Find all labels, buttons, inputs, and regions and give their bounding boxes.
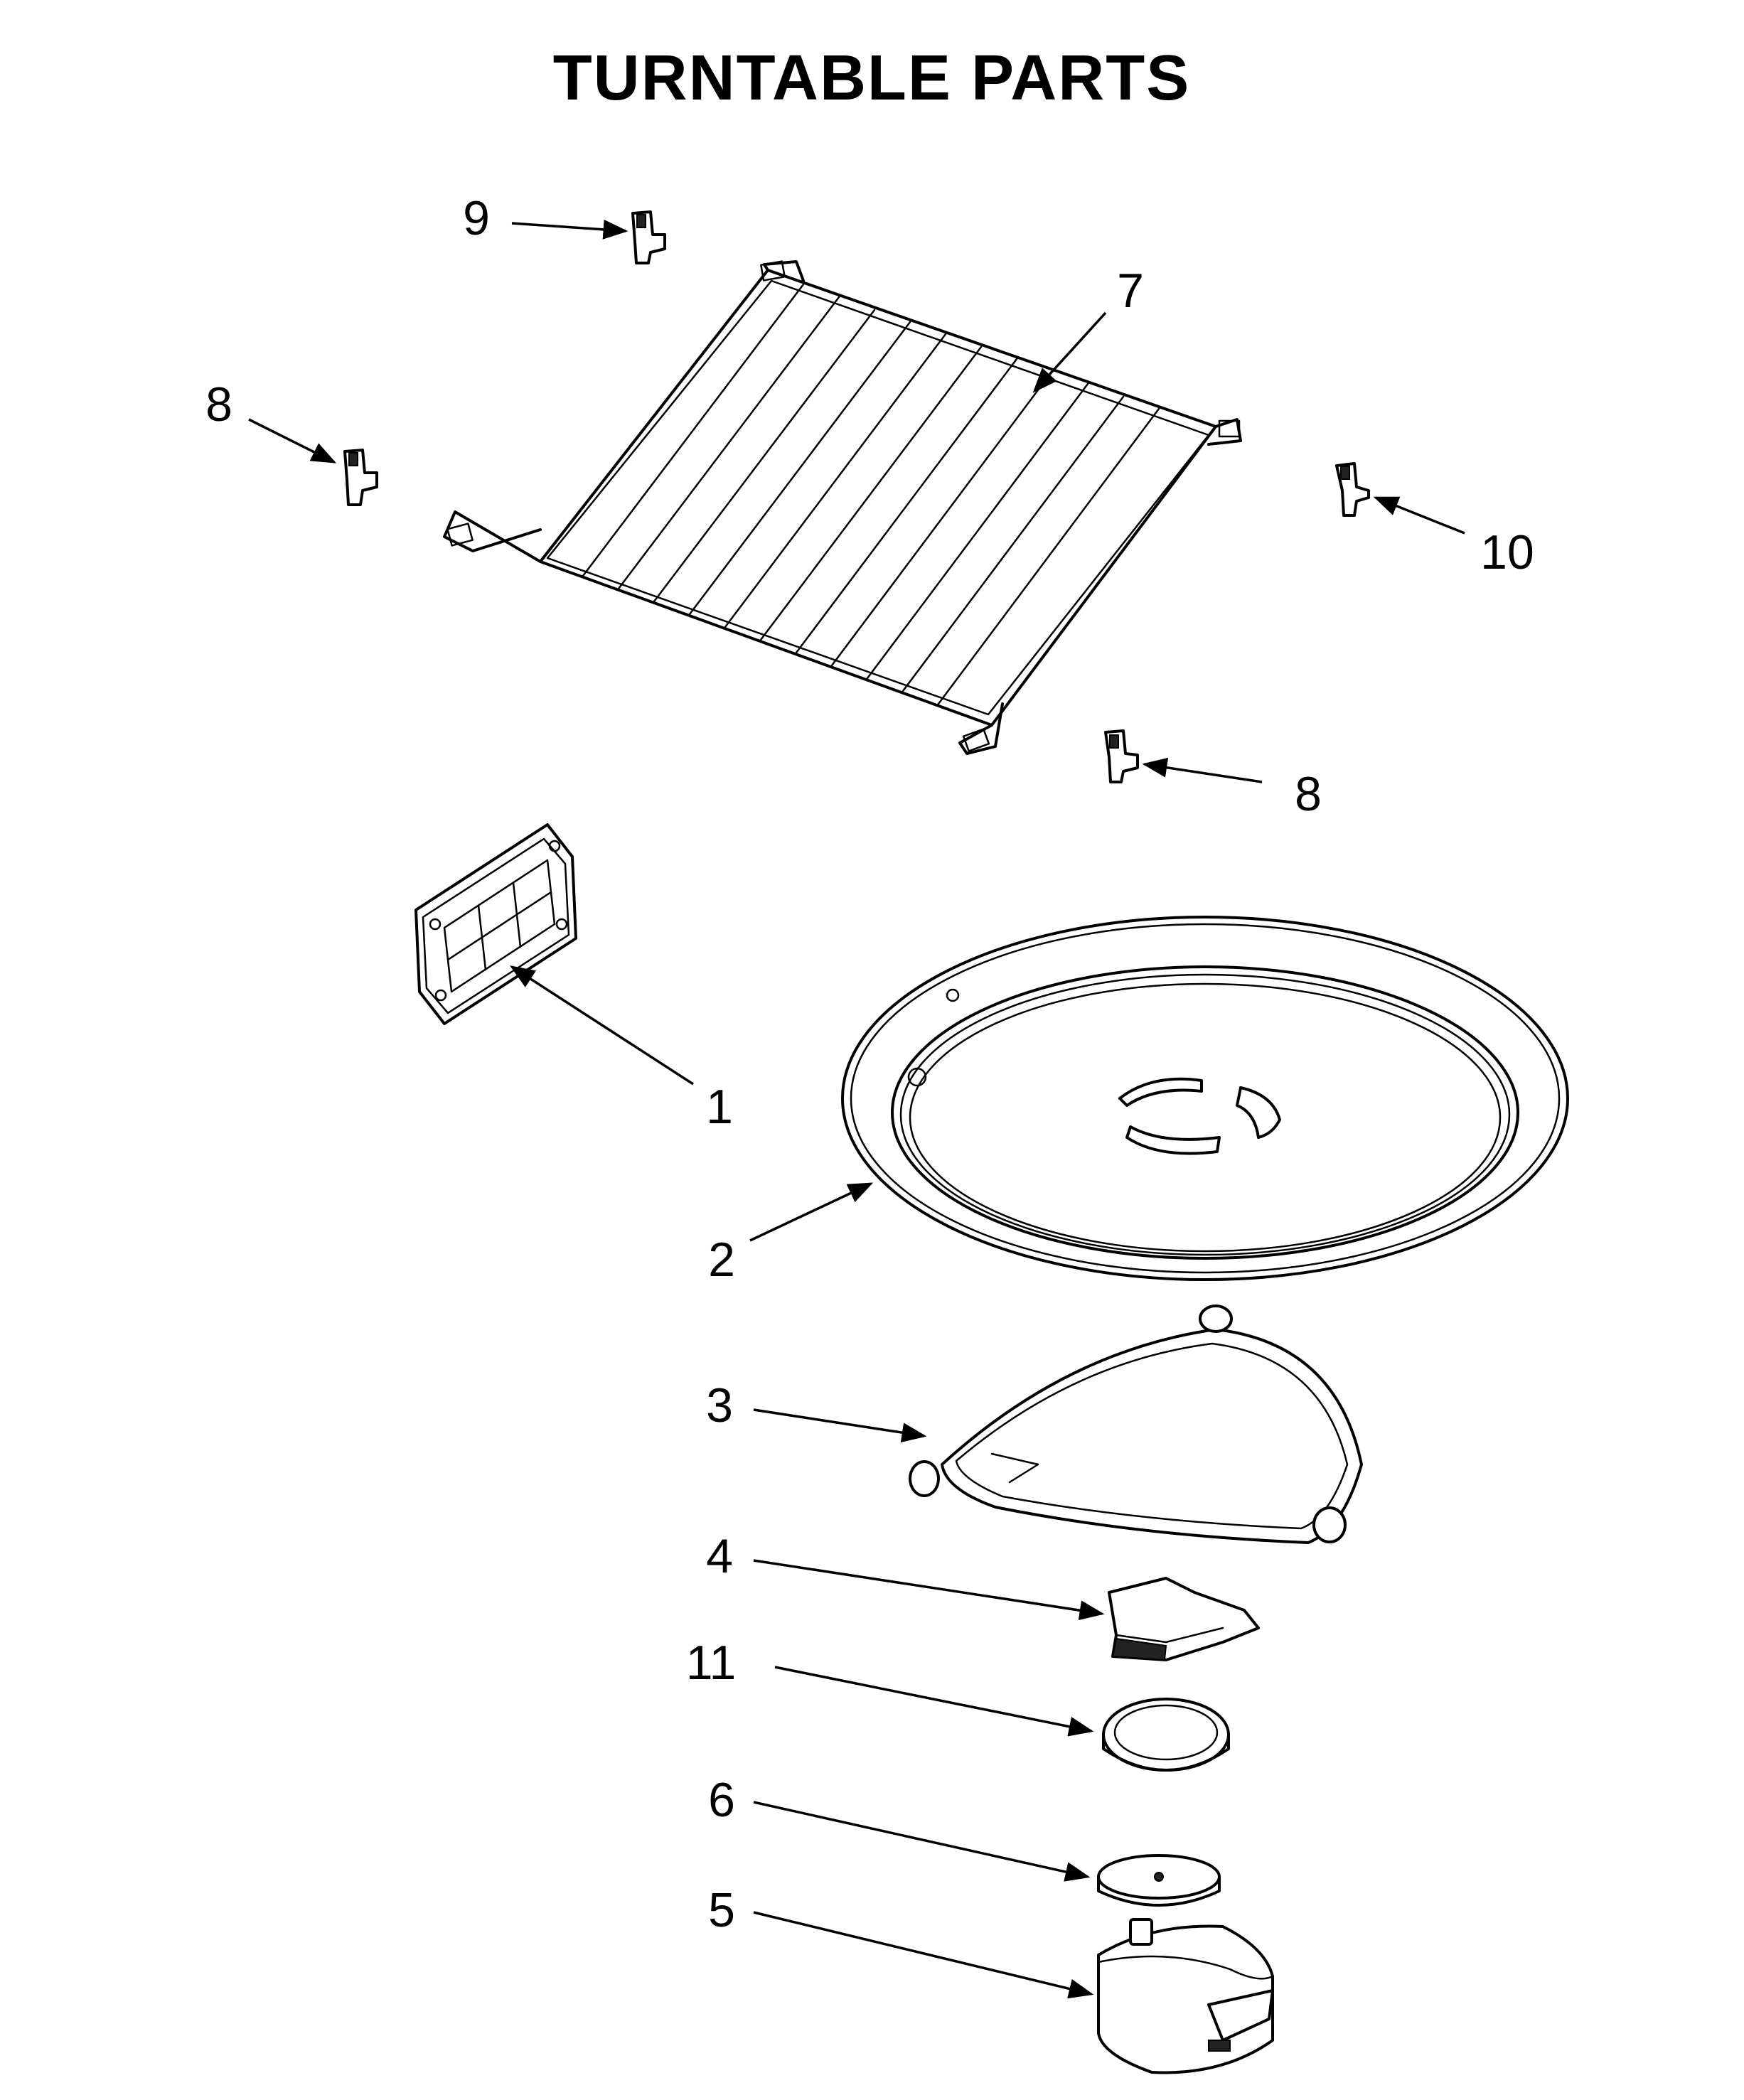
callout-1: 1 bbox=[706, 1080, 733, 1134]
leader-3 bbox=[753, 1408, 927, 1443]
callout-6: 6 bbox=[708, 1773, 735, 1827]
callout-8a: 8 bbox=[205, 377, 232, 432]
leader-10 bbox=[1373, 496, 1465, 535]
part-11-bushing-ring[interactable] bbox=[1102, 1698, 1230, 1772]
diagram-title: TURNTABLE PARTS bbox=[553, 43, 1191, 114]
part-8-rack-clip-right[interactable] bbox=[1104, 729, 1139, 783]
part-7-wire-rack[interactable] bbox=[443, 260, 1242, 755]
callout-2: 2 bbox=[708, 1233, 735, 1287]
callout-3: 3 bbox=[706, 1378, 733, 1432]
leader-1 bbox=[510, 965, 694, 1086]
part-10-rack-clip[interactable] bbox=[1335, 462, 1370, 517]
leader-8b bbox=[1142, 757, 1263, 783]
leader-5 bbox=[753, 1911, 1094, 1999]
callout-11: 11 bbox=[686, 1636, 737, 1690]
part-1-filter-panel[interactable] bbox=[414, 823, 577, 1025]
callout-10: 10 bbox=[1480, 525, 1534, 579]
part-3-roller-ring[interactable] bbox=[909, 1305, 1363, 1544]
callout-7: 7 bbox=[1117, 264, 1144, 318]
part-8-rack-clip-left[interactable] bbox=[343, 449, 378, 506]
part-2-turntable-tray[interactable] bbox=[841, 916, 1569, 1281]
leader-7 bbox=[1032, 311, 1107, 393]
leader-9 bbox=[511, 219, 628, 240]
callout-9: 9 bbox=[463, 191, 490, 245]
leader-8a bbox=[248, 418, 337, 464]
part-9-rack-clip[interactable] bbox=[631, 210, 666, 264]
leader-11 bbox=[774, 1666, 1094, 1737]
callout-8b: 8 bbox=[1295, 767, 1322, 821]
callout-4: 4 bbox=[706, 1529, 733, 1583]
part-4-coupler[interactable] bbox=[1108, 1577, 1260, 1661]
part-5-turntable-motor[interactable] bbox=[1097, 1918, 1274, 2074]
leader-4 bbox=[753, 1559, 1105, 1621]
callout-5: 5 bbox=[708, 1883, 735, 1937]
part-6-drive-disc[interactable] bbox=[1097, 1854, 1221, 1907]
leader-2 bbox=[749, 1182, 874, 1242]
leader-6 bbox=[753, 1801, 1091, 1882]
